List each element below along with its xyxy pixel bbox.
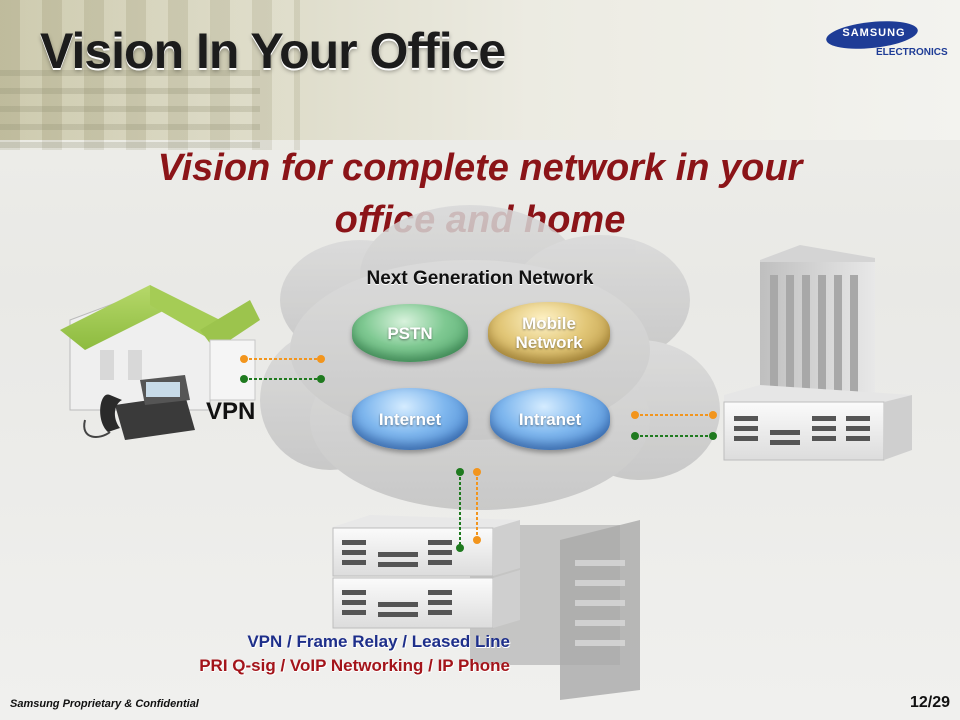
header-background <box>0 0 960 140</box>
phone-system-right <box>723 385 912 461</box>
networking-options: VPN / Frame Relay / Leased Line PRI Q-si… <box>60 630 510 678</box>
background-watermark-text <box>622 632 922 643</box>
cloud-intranet: Intranet <box>490 388 610 450</box>
cloud-mobile-network-label: Mobile Network <box>515 314 583 352</box>
samsung-logo: SAMSUNG ELECTRONICS <box>820 17 948 62</box>
cloud-internet: Internet <box>352 388 468 450</box>
cloud-pstn: PSTN <box>352 304 468 362</box>
cloud-internet-label: Internet <box>378 409 442 429</box>
networking-line-2: PRI Q-sig / VoIP Networking / IP Phone <box>199 656 510 675</box>
footer-confidential: Samsung Proprietary & Confidential <box>10 698 199 710</box>
logo-sub: ELECTRONICS <box>876 47 948 58</box>
link-right-system <box>631 411 717 440</box>
network-title: Next Generation Network <box>366 268 594 289</box>
phone-system-stack <box>332 515 520 629</box>
vpn-label: VPN <box>206 398 256 425</box>
headline-line-1: Vision for complete network in your <box>157 147 803 189</box>
office-building-right <box>760 245 875 400</box>
slide-title: Vision In Your Office <box>40 23 506 79</box>
cloud-intranet-label: Intranet <box>518 409 582 429</box>
link-house <box>240 355 325 383</box>
link-bottom-system <box>456 468 481 552</box>
networking-line-1: VPN / Frame Relay / Leased Line <box>247 632 510 651</box>
cloud-pstn-label: PSTN <box>387 323 433 343</box>
equipment-photo-backdrop <box>0 0 300 150</box>
equipment-photo-texture <box>0 70 260 150</box>
ip-phone-illustration <box>83 375 195 440</box>
page-number: 12/29 <box>909 694 950 711</box>
cloud-mobile-network: Mobile Network <box>488 302 610 364</box>
logo-brand: SAMSUNG <box>842 27 906 39</box>
background-cloud <box>260 205 720 510</box>
